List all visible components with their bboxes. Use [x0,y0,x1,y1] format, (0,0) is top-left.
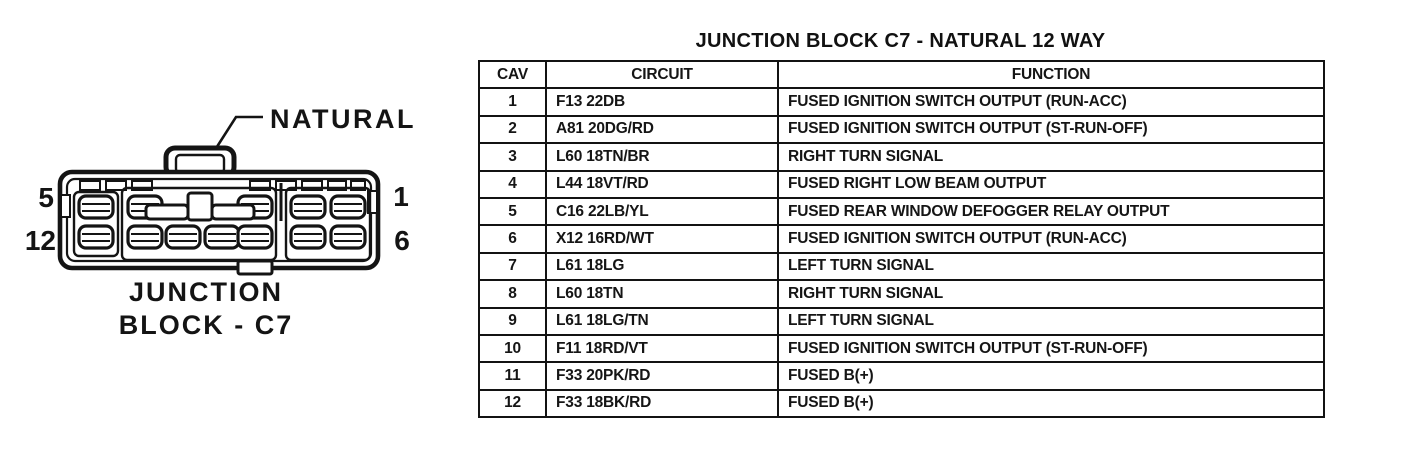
column-header-cav: CAV [478,59,547,90]
pin-label-top-left: 5 [38,182,54,213]
pin-label-bottom-right: 6 [394,225,410,256]
cav-cell: 3 [478,142,547,172]
table-row: 6 X12 16RD/WT FUSED IGNITION SWITCH OUTP… [478,224,1325,254]
function-cell: FUSED RIGHT LOW BEAM OUTPUT [777,169,1325,199]
cav-cell: 1 [478,87,547,117]
function-cell: FUSED B(+) [777,361,1325,391]
connector-caption-line2: BLOCK - C7 [119,310,294,340]
table-row: 9 L61 18LG/TN LEFT TURN SIGNAL [478,306,1325,336]
header-row: CAV CIRCUIT FUNCTION [478,59,1325,90]
table-row: 4 L44 18VT/RD FUSED RIGHT LOW BEAM OUTPU… [478,169,1325,199]
circuit-cell: X12 16RD/WT [545,224,779,254]
terminal-cavity [126,224,164,250]
cav-cell: 7 [478,251,547,282]
function-cell: FUSED REAR WINDOW DEFOGGER RELAY OUTPUT [777,196,1325,227]
column-header-circuit: CIRCUIT [545,59,779,90]
function-cell: FUSED IGNITION SWITCH OUTPUT (ST-RUN-OFF… [777,333,1325,364]
circuit-cell: L44 18VT/RD [545,169,779,199]
polarizing-key [144,191,256,222]
table-row: 12 F33 18BK/RD FUSED B(+) [478,388,1325,419]
cav-cell: 2 [478,114,547,145]
column-header-function: FUNCTION [777,59,1325,90]
function-cell: RIGHT TURN SIGNAL [777,279,1325,309]
circuit-cell: L61 18LG [545,251,779,282]
pin-label-top-right: 1 [393,181,409,212]
terminal-cavity [77,224,115,250]
table-row: 11 F33 20PK/RD FUSED B(+) [478,361,1325,391]
cav-cell: 4 [478,169,547,199]
connector-color-label: NATURAL [270,104,416,134]
function-cell: LEFT TURN SIGNAL [777,306,1325,336]
table-row: 5 C16 22LB/YL FUSED REAR WINDOW DEFOGGER… [478,196,1325,227]
cav-cell: 9 [478,306,547,336]
terminal-cavity [329,224,367,250]
terminal-cavity [289,194,327,220]
circuit-cell: F11 18RD/VT [545,333,779,364]
cav-cell: 6 [478,224,547,254]
pin-label-bottom-left: 12 [25,225,56,256]
pinout-table: CAV CIRCUIT FUNCTION 1 F13 22DB FUSED IG… [478,59,1325,419]
bottom-notch [236,259,274,276]
cav-cell: 12 [478,388,547,419]
circuit-cell: C16 22LB/YL [545,196,779,227]
circuit-cell: L61 18LG/TN [545,306,779,336]
leader-line [211,115,263,154]
cav-cell: 10 [478,333,547,364]
function-cell: FUSED IGNITION SWITCH OUTPUT (RUN-ACC) [777,224,1325,254]
circuit-cell: F33 20PK/RD [545,361,779,391]
table-row: 1 F13 22DB FUSED IGNITION SWITCH OUTPUT … [478,87,1325,117]
table-row: 7 L61 18LG LEFT TURN SIGNAL [478,251,1325,282]
function-cell: FUSED IGNITION SWITCH OUTPUT (ST-RUN-OFF… [777,114,1325,145]
function-cell: LEFT TURN SIGNAL [777,251,1325,282]
terminal-cavity [77,194,115,220]
terminal-cavity [236,224,274,250]
function-cell: RIGHT TURN SIGNAL [777,142,1325,172]
cavity-compartments [72,183,372,262]
circuit-cell: F33 18BK/RD [545,388,779,419]
terminal-cavity [289,224,327,250]
function-cell: FUSED IGNITION SWITCH OUTPUT (RUN-ACC) [777,87,1325,117]
table-row: 2 A81 20DG/RD FUSED IGNITION SWITCH OUTP… [478,114,1325,145]
rim-notches [60,180,378,218]
circuit-cell: F13 22DB [545,87,779,117]
table-row: 8 L60 18TN RIGHT TURN SIGNAL [478,279,1325,309]
terminal-cavity [164,224,202,250]
terminal-cavity [203,224,241,250]
cav-cell: 5 [478,196,547,227]
connector-diagram: NATURAL [0,95,460,350]
table-title: JUNCTION BLOCK C7 - NATURAL 12 WAY [695,30,1106,52]
circuit-cell: L60 18TN [545,279,779,309]
function-cell: FUSED B(+) [777,388,1325,419]
connector-drawing: NATURAL [25,104,416,340]
connector-caption-line1: JUNCTION [129,277,283,307]
cav-cell: 8 [478,279,547,309]
circuit-cell: L60 18TN/BR [545,142,779,172]
cav-cell: 11 [478,361,547,391]
table-row: 3 L60 18TN/BR RIGHT TURN SIGNAL [478,142,1325,172]
terminal-cavity [329,194,367,220]
circuit-cell: A81 20DG/RD [545,114,779,145]
table-row: 10 F11 18RD/VT FUSED IGNITION SWITCH OUT… [478,333,1325,364]
